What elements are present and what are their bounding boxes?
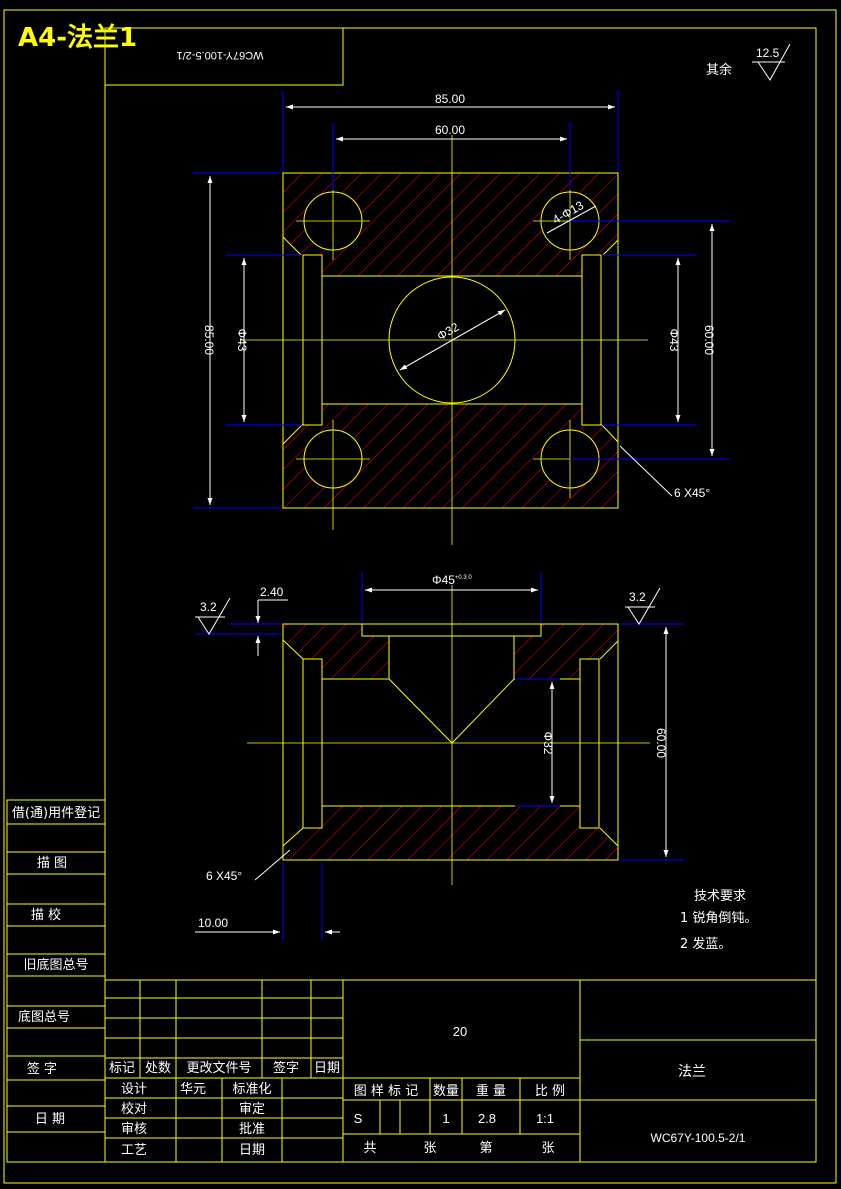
- role-right-3: 日期: [239, 1143, 265, 1158]
- roughness-right: 3.2: [629, 590, 646, 604]
- role-right-0: 标准化: [232, 1082, 271, 1097]
- mark-value: S: [354, 1111, 363, 1126]
- section-right-slot: [579, 658, 600, 829]
- note-item-2: 2 发蓝。: [680, 936, 731, 952]
- corner-code-box: [104, 27, 344, 86]
- dim-inner-height: 60.00: [702, 325, 716, 355]
- outer-frame: [3, 9, 837, 1184]
- part-name: 法兰: [678, 1064, 706, 1080]
- leader-holes: [546, 205, 597, 234]
- section-view: Φ45+0.3 0 2.40 60.00 Φ32 6 X45° 10.00 3.…: [195, 572, 684, 940]
- dim-bore-right: Φ43: [667, 329, 681, 352]
- rev-header-2: 更改文件号: [186, 1061, 251, 1076]
- top-outline: [282, 172, 619, 509]
- dim-section-height: 60.00: [654, 728, 668, 758]
- roughness-left: 3.2: [200, 600, 217, 614]
- roughness-symbol-right: [625, 587, 661, 625]
- dim-hole-spacing: 60.00: [435, 123, 465, 137]
- col-header-1: 数量: [433, 1084, 459, 1099]
- roughness-rest-label: 其余: [706, 62, 732, 78]
- section-top-right-hatch: [514, 624, 618, 679]
- rev-header-3: 签字: [273, 1060, 299, 1076]
- section-outline: [282, 623, 619, 861]
- rev-header-4: 日期: [314, 1061, 340, 1076]
- title-block: [104, 979, 817, 1163]
- material: 20: [453, 1024, 467, 1039]
- role-left-1: 校对: [121, 1101, 147, 1117]
- strip-label-6: 日 期: [35, 1112, 65, 1127]
- strip-label-5: 签 字: [27, 1061, 57, 1077]
- col-header-2: 重 量: [476, 1083, 506, 1099]
- sheet-total-label: 共: [363, 1141, 376, 1156]
- corner-code: WC67Y-100.5-2/1: [176, 49, 263, 61]
- sheet-size-title: A4-法兰1: [18, 23, 137, 53]
- note-item-1: 1 锐角倒钝。: [680, 911, 757, 926]
- role-left-2: 审核: [121, 1122, 147, 1137]
- col-header-0: 图 样 标 记: [354, 1084, 418, 1099]
- drill-cone: [388, 678, 515, 744]
- section-bottom-hatch: [283, 806, 618, 860]
- rev-header-1: 处数: [145, 1061, 171, 1076]
- strip-label-2: 描 校: [31, 907, 61, 923]
- strip-label-0: 借(通)用件登记: [12, 806, 100, 821]
- leader-chamfer-section: [254, 849, 291, 881]
- left-strip: [6, 799, 106, 1163]
- bottom-band-hatch: [283, 404, 618, 508]
- section-top-left-hatch: [283, 624, 389, 679]
- drawing-no: WC67Y-100.5-2/1: [651, 1131, 746, 1145]
- dim-section-bore: Φ32: [541, 732, 555, 755]
- sheet-index-label: 第: [479, 1141, 492, 1156]
- dim-counterbore-main: Φ45: [432, 573, 455, 587]
- dim-counterbore-depth: 2.40: [260, 585, 284, 599]
- dim-chamfer-top: 6 X45°: [674, 486, 710, 500]
- roughness-rest-value: 12.5: [756, 46, 780, 60]
- strip-label-1: 描 图: [37, 856, 67, 871]
- role-left-3: 工艺: [121, 1143, 147, 1158]
- dim-wall: 10.00: [198, 916, 228, 930]
- strip-label-3: 旧底图总号: [23, 957, 88, 973]
- role-right-2: 批准: [239, 1122, 265, 1137]
- dim-bore-left: Φ43: [235, 329, 249, 352]
- rev-header-0: 标记: [109, 1061, 135, 1076]
- dim-overall-width: 85.00: [435, 92, 465, 106]
- sheet-total-unit: 张: [423, 1141, 436, 1156]
- role-name-0: 华元: [180, 1082, 206, 1097]
- top-view: 85.00 60.00 85.00 Φ43 Φ43 60.00 Φ32 4-Φ1…: [193, 90, 730, 545]
- dim-overall-height: 85.00: [202, 325, 216, 355]
- dim-chamfer-section: 6 X45°: [206, 869, 242, 883]
- leader-chamfer-top: [619, 445, 673, 497]
- section-left-slot: [302, 658, 323, 829]
- scale-value: 1:1: [536, 1111, 554, 1126]
- quantity-value: 1: [442, 1111, 449, 1126]
- strip-label-4: 底图总号: [18, 1009, 70, 1025]
- weight-value: 2.8: [478, 1111, 496, 1126]
- top-band-hatch: [283, 173, 618, 276]
- roughness-symbol-left: [195, 597, 231, 635]
- role-right-1: 审定: [239, 1102, 265, 1117]
- notes-title: 技术要求: [694, 889, 746, 904]
- role-left-0: 设计: [121, 1082, 147, 1097]
- col-header-3: 比 例: [535, 1084, 565, 1099]
- sheet-index-unit: 张: [541, 1141, 554, 1156]
- dim-counterbore: Φ45+0.3 0: [432, 573, 472, 587]
- technical-notes: 技术要求 1 锐角倒钝。 2 发蓝。: [680, 889, 757, 952]
- dim-counterbore-tol: +0.3 0: [455, 575, 473, 581]
- roughness-symbol: [752, 43, 791, 81]
